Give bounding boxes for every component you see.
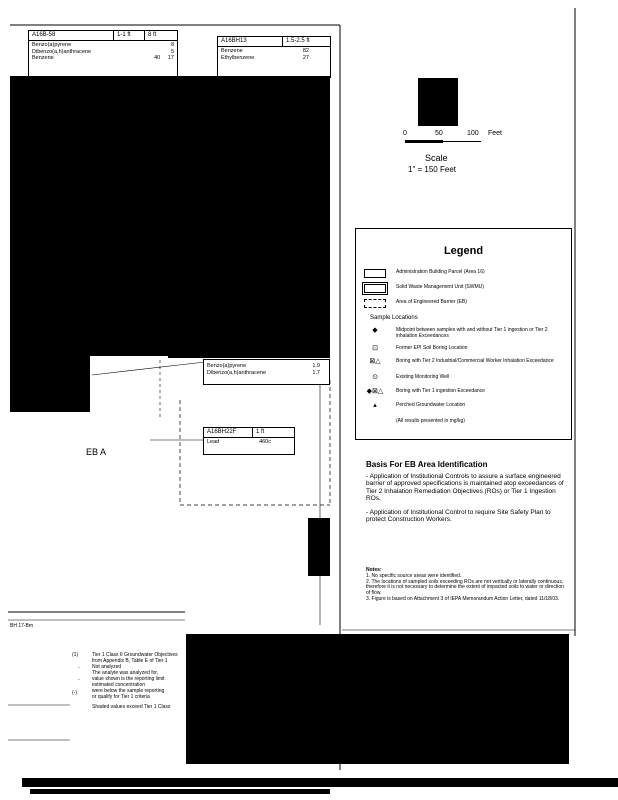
redaction-block: [168, 350, 330, 358]
small-triangle-icon: ▴: [373, 402, 377, 409]
footnote-text: Tier 1 Class II Groundwater Objectives f…: [92, 652, 178, 710]
triangle-square-icon: ⊠△: [369, 358, 381, 365]
sample-id: A16BH13: [218, 37, 283, 46]
scale-title: Scale: [425, 153, 448, 163]
depth-2: 8 ft: [148, 32, 157, 38]
scale-unit: Feet: [488, 130, 503, 137]
redaction-block: [308, 518, 330, 576]
legend-footnote: (All results presented in mg/kg): [396, 418, 465, 424]
eb-area-label: EB A: [86, 447, 107, 457]
scale-tick-0: 0: [403, 130, 407, 137]
legend-item: ◆ Midpoint between samples with and with…: [364, 327, 559, 339]
dashed-box-icon: [364, 298, 386, 308]
square-dot-icon: ⊡: [372, 345, 378, 352]
redaction-block: [30, 789, 330, 794]
legend-title: Legend: [443, 245, 484, 257]
legend-section: Sample Locations: [370, 315, 418, 321]
footnote-mark: -: [78, 665, 80, 671]
legend-item: ⊠△ Boring with Tier 2 Industrial/Commerc…: [364, 358, 559, 366]
solid-box-icon: [364, 268, 386, 278]
multi-symbol-icon: ◆⊠△: [366, 388, 384, 395]
note-item: 3. Figure is based on Attachment 3 of IE…: [366, 595, 560, 602]
bh-label: BH 17-Bm: [10, 623, 34, 629]
legend-box: Legend Administration Building Parcel (A…: [355, 228, 572, 440]
redaction-block: [418, 78, 458, 126]
legend-item: ⊡ Former EPI Soil Boring Location: [364, 345, 467, 353]
footnote-mark: (1): [72, 652, 79, 658]
scale-tick-100: 100: [467, 130, 479, 137]
redaction-block: [10, 350, 90, 412]
redaction-block: [10, 76, 330, 356]
legend-item: ◆⊠△ Boring with Tier 1 ingestion Exceeda…: [364, 388, 485, 396]
note-item: 1. No specific source areas were identif…: [366, 572, 462, 579]
sample-id: A16BH22F: [204, 428, 253, 437]
footnote-mark: -: [78, 677, 80, 683]
scale-bar-line: [405, 140, 443, 143]
footnote-mark: (-): [72, 690, 77, 696]
redaction-block: [22, 778, 618, 787]
sample-id: A16B-58: [29, 31, 114, 40]
circle-dot-icon: ⊙: [372, 374, 378, 381]
notes-section: Notes: 1. No specific source areas were …: [366, 567, 566, 603]
scale-ratio: 1" = 150 Feet: [408, 165, 456, 174]
redaction-block: [186, 634, 569, 764]
double-box-icon: [362, 281, 388, 295]
legend-item: Solid Waste Management Unit (SWMU): [362, 281, 484, 295]
depth-1: 1-1 ft: [114, 31, 145, 40]
basis-title: Basis For EB Area Identification: [366, 460, 488, 469]
legend-item: Area of Engineered Barrier (EB): [364, 298, 467, 308]
diamond-icon: ◆: [372, 327, 378, 334]
basis-section: Basis For EB Area Identification - Appli…: [366, 461, 566, 530]
basis-bullet: - Application of Institutional Controls …: [366, 472, 564, 503]
depth: 1.5-2.5 ft: [286, 38, 310, 44]
note-item: 2. The locations of sampled soils exceed…: [366, 578, 564, 597]
scale-tick-50: 50: [435, 130, 443, 137]
scale-bar-line: [443, 141, 481, 142]
basis-bullet: - Application of Institutional Control t…: [366, 508, 551, 524]
depth: 1 ft: [256, 429, 265, 435]
legend-item: ▴ Perched Groundwater Location: [364, 402, 465, 410]
legend-item: ⊙ Existing Monitoring Well: [364, 374, 449, 382]
scale-bar: 0 50 100 Feet Scale 1" = 150 Feet: [400, 128, 520, 178]
notes-title: Notes:: [366, 567, 382, 573]
legend-item: Administration Building Parcel (Area 16): [364, 268, 485, 278]
